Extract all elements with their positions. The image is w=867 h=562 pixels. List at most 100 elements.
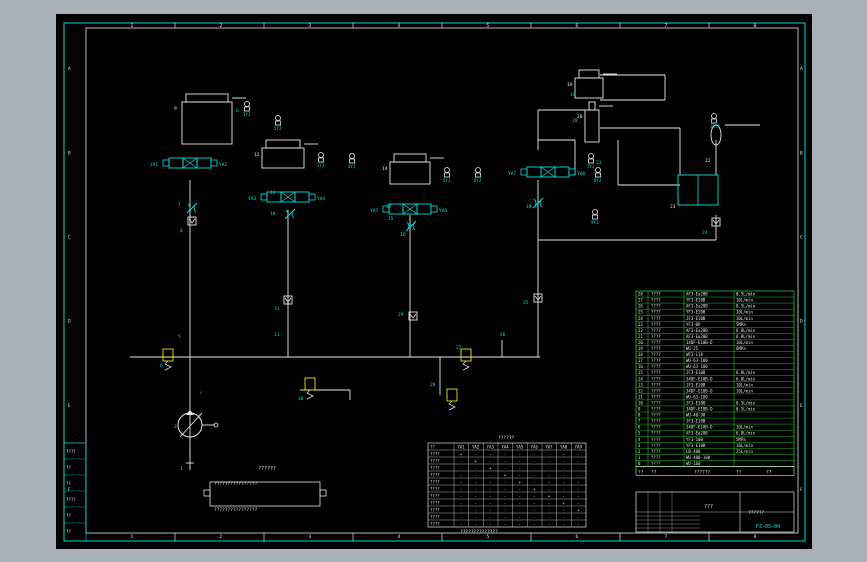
component-number: 22 xyxy=(705,158,711,164)
solenoid-cell: - xyxy=(504,494,506,499)
solenoid-cell: - xyxy=(548,466,550,471)
parts-cell-no: 4 xyxy=(638,437,641,442)
parts-cell-no: 20 xyxy=(638,340,643,345)
solenoid-cell: - xyxy=(460,494,462,499)
solenoid-cell: + xyxy=(548,494,551,499)
solenoid-cell: - xyxy=(519,487,521,492)
parts-cell-model: 34DF-E10B-D xyxy=(686,376,713,381)
component-number: 23 xyxy=(670,204,676,210)
solenoid-label-left: YA3 xyxy=(248,196,256,202)
column-marker: 5 xyxy=(487,23,490,29)
column-marker: 5 xyxy=(487,534,490,540)
solenoid-cell: - xyxy=(475,522,477,527)
parts-cell-name: ???? xyxy=(651,298,661,303)
parts-cell-no: 10 xyxy=(638,400,643,405)
parts-cell-model: 34DF-E10B-D xyxy=(686,425,713,430)
parts-cell-no: 28 xyxy=(638,292,643,297)
flow-control-16 xyxy=(405,220,417,232)
solenoid-cell: - xyxy=(519,515,521,520)
row-marker: D xyxy=(68,319,71,325)
solenoid-cell: - xyxy=(533,494,535,499)
solenoid-cell: - xyxy=(460,487,462,492)
solenoid-cell: - xyxy=(475,466,477,471)
callout-n13: 13 xyxy=(270,190,276,196)
parts-footer-cell: ?? xyxy=(766,469,772,475)
parts-cell-name: ???? xyxy=(651,394,661,399)
parts-cell-model: YF3-E10B xyxy=(686,443,706,448)
column-marker: 6 xyxy=(576,23,579,29)
solenoid-cell: - xyxy=(504,487,506,492)
parts-cell-name: ???? xyxy=(651,358,661,363)
solenoid-cell: - xyxy=(489,494,491,499)
parts-cell-name: ???? xyxy=(651,413,661,418)
parts-cell-spec: 6.8L/min xyxy=(736,328,756,333)
parts-cell-model: YF3-E20B xyxy=(686,298,706,303)
solenoid-label-right: YA8 xyxy=(577,171,585,177)
parts-cell-no: 15 xyxy=(638,370,643,375)
pipe-network xyxy=(130,74,760,470)
solenoid-cell: - xyxy=(475,508,477,513)
parts-cell-no: 17 xyxy=(638,358,643,363)
column-marker: 2 xyxy=(220,534,223,540)
column-marker: 8 xyxy=(754,23,757,29)
parts-cell-spec: 0.5L/min xyxy=(736,304,756,309)
relief-valve-6 xyxy=(162,348,174,371)
parts-cell-spec: 0.5L/min xyxy=(736,407,756,412)
parts-cell-model: JF3-E10B xyxy=(686,400,706,405)
parts-cell-spec: 6MPa xyxy=(736,346,746,351)
solenoid-cell: - xyxy=(489,487,491,492)
solenoid-cell: - xyxy=(548,459,550,464)
parts-cell-no: 7 xyxy=(638,419,641,424)
row-marker: F xyxy=(68,487,71,493)
parts-cell-name: ???? xyxy=(651,364,661,369)
solenoid-cell: - xyxy=(460,508,462,513)
solenoid-cell: - xyxy=(577,515,579,520)
parts-cell-spec: 5MPa xyxy=(736,437,746,442)
solenoid-cell: - xyxy=(563,522,565,527)
parts-cell-model: WU-40-90 xyxy=(686,413,706,418)
parts-cell-no: 22 xyxy=(638,328,643,333)
solenoid-cell: - xyxy=(519,466,521,471)
pressure-gauge: 9YJ xyxy=(591,209,598,225)
solenoid-cell: ???? xyxy=(430,522,440,527)
solenoid-cell: - xyxy=(563,466,565,471)
solenoid-header-cell: YA3 xyxy=(487,445,495,450)
parts-cell-name: ???? xyxy=(651,328,661,333)
parts-cell-model: WF3-L18 xyxy=(686,352,703,357)
parts-cell-model: 34DF-E10B-D xyxy=(686,388,713,393)
pressure-gauge: 4YJ xyxy=(348,153,355,169)
parts-cell-model: JF3-E10B xyxy=(686,316,706,321)
parts-cell-spec: 10L/min xyxy=(736,425,753,430)
gauge-label: 9YJ xyxy=(591,220,598,225)
relief-valve-28 xyxy=(446,388,458,411)
accumulator-22: 22 23 xyxy=(670,124,722,210)
callout-n24: 24 xyxy=(702,230,708,236)
parts-cell-name: ???? xyxy=(651,443,661,448)
solenoid-cell: - xyxy=(548,508,550,513)
left-stamp: ???????????????? xyxy=(63,442,87,542)
component-number: 12 xyxy=(254,152,260,158)
solenoid-cell: + xyxy=(504,473,507,478)
gauge-label: 5YJ xyxy=(443,178,450,183)
parts-cell-name: ???? xyxy=(651,322,661,327)
callout-n28: 28 xyxy=(430,382,436,388)
title-drawing-no: PZ-05-00 xyxy=(756,524,780,530)
parts-cell-name: ???? xyxy=(651,376,661,381)
solenoid-cell: - xyxy=(475,452,477,457)
gauge-label: 3YJ xyxy=(317,163,324,168)
left-stamp-cell: ?? xyxy=(66,465,71,470)
solenoid-cell: - xyxy=(577,487,579,492)
solenoid-cell: - xyxy=(548,501,550,506)
left-stamp-cell: ???? xyxy=(66,449,76,454)
solenoid-cell: + xyxy=(475,459,478,464)
callout-n29: 29 xyxy=(398,312,404,318)
solenoid-header-cell: YA8 xyxy=(560,445,568,450)
parts-cell-name: ???? xyxy=(651,407,661,412)
callout-n7: 7 xyxy=(178,202,181,208)
parts-cell-spec: 6.8L/min xyxy=(736,334,756,339)
solenoid-cell: - xyxy=(533,473,535,478)
parts-cell-spec: 10L/min xyxy=(736,382,753,387)
